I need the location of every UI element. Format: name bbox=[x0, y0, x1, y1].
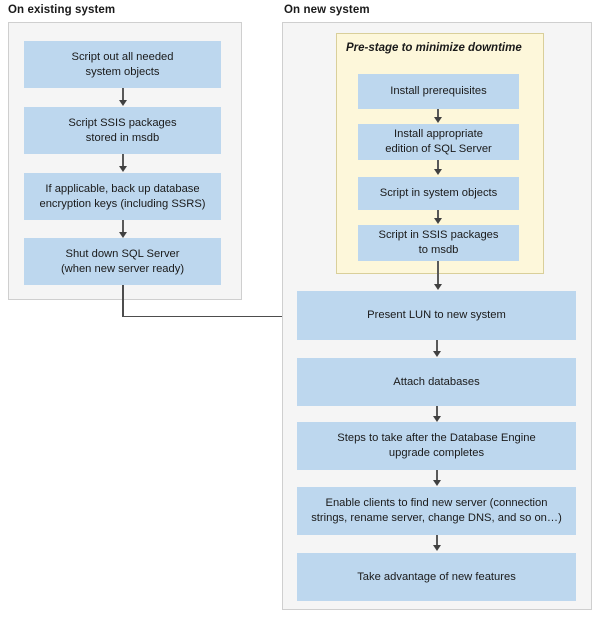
right-panel-title: On new system bbox=[284, 4, 370, 16]
arrow-main-1-head bbox=[432, 351, 441, 357]
node-backup-encryption-keys[interactable]: If applicable, back up database encrypti… bbox=[24, 173, 221, 220]
arrow-prestage-1-stem bbox=[437, 109, 439, 118]
arrow-prestage-2-stem bbox=[437, 160, 439, 170]
node-install-sql-server-edition[interactable]: Install appropriate edition of SQL Serve… bbox=[358, 124, 519, 160]
node-script-out-system-objects[interactable]: Script out all needed system objects bbox=[24, 41, 221, 88]
arrow-prestage-exit-stem bbox=[437, 261, 439, 285]
arrow-prestage-3-stem bbox=[437, 210, 439, 219]
arrow-left-3-head bbox=[118, 232, 127, 238]
arrow-main-2-head bbox=[432, 416, 441, 422]
arrow-prestage-2-head bbox=[433, 169, 442, 175]
arrow-main-3-head bbox=[432, 480, 441, 486]
arrow-main-1-stem bbox=[436, 340, 438, 352]
node-take-advantage-new-features[interactable]: Take advantage of new features bbox=[297, 553, 576, 601]
node-install-prerequisites[interactable]: Install prerequisites bbox=[358, 74, 519, 109]
arrow-prestage-3-head bbox=[433, 218, 442, 224]
node-script-ssis-packages-msdb[interactable]: Script SSIS packages stored in msdb bbox=[24, 107, 221, 154]
prestage-group-title: Pre-stage to minimize downtime bbox=[346, 42, 522, 54]
arrow-prestage-1-head bbox=[433, 117, 442, 123]
arrow-left-1-head bbox=[118, 100, 127, 106]
arrow-prestage-exit-head bbox=[433, 284, 442, 290]
arrow-left-3-stem bbox=[122, 220, 124, 233]
cross-panel-connector-vertical bbox=[122, 285, 124, 317]
arrow-left-2-head bbox=[118, 166, 127, 172]
arrow-main-3-stem bbox=[436, 470, 438, 481]
left-panel-title: On existing system bbox=[8, 4, 116, 16]
node-present-lun[interactable]: Present LUN to new system bbox=[297, 291, 576, 340]
arrow-left-2-stem bbox=[122, 154, 124, 167]
arrow-main-4-stem bbox=[436, 535, 438, 546]
node-enable-clients-find-server[interactable]: Enable clients to find new server (conne… bbox=[297, 487, 576, 535]
arrow-left-1-stem bbox=[122, 88, 124, 101]
arrow-main-2-stem bbox=[436, 406, 438, 417]
node-script-in-system-objects[interactable]: Script in system objects bbox=[358, 177, 519, 210]
node-shut-down-sql-server[interactable]: Shut down SQL Server (when new server re… bbox=[24, 238, 221, 285]
node-post-upgrade-steps[interactable]: Steps to take after the Database Engine … bbox=[297, 422, 576, 470]
cross-panel-connector-horizontal bbox=[122, 315, 290, 318]
arrow-main-4-head bbox=[432, 545, 441, 551]
node-script-in-ssis-packages-msdb[interactable]: Script in SSIS packages to msdb bbox=[358, 225, 519, 261]
node-attach-databases[interactable]: Attach databases bbox=[297, 358, 576, 406]
